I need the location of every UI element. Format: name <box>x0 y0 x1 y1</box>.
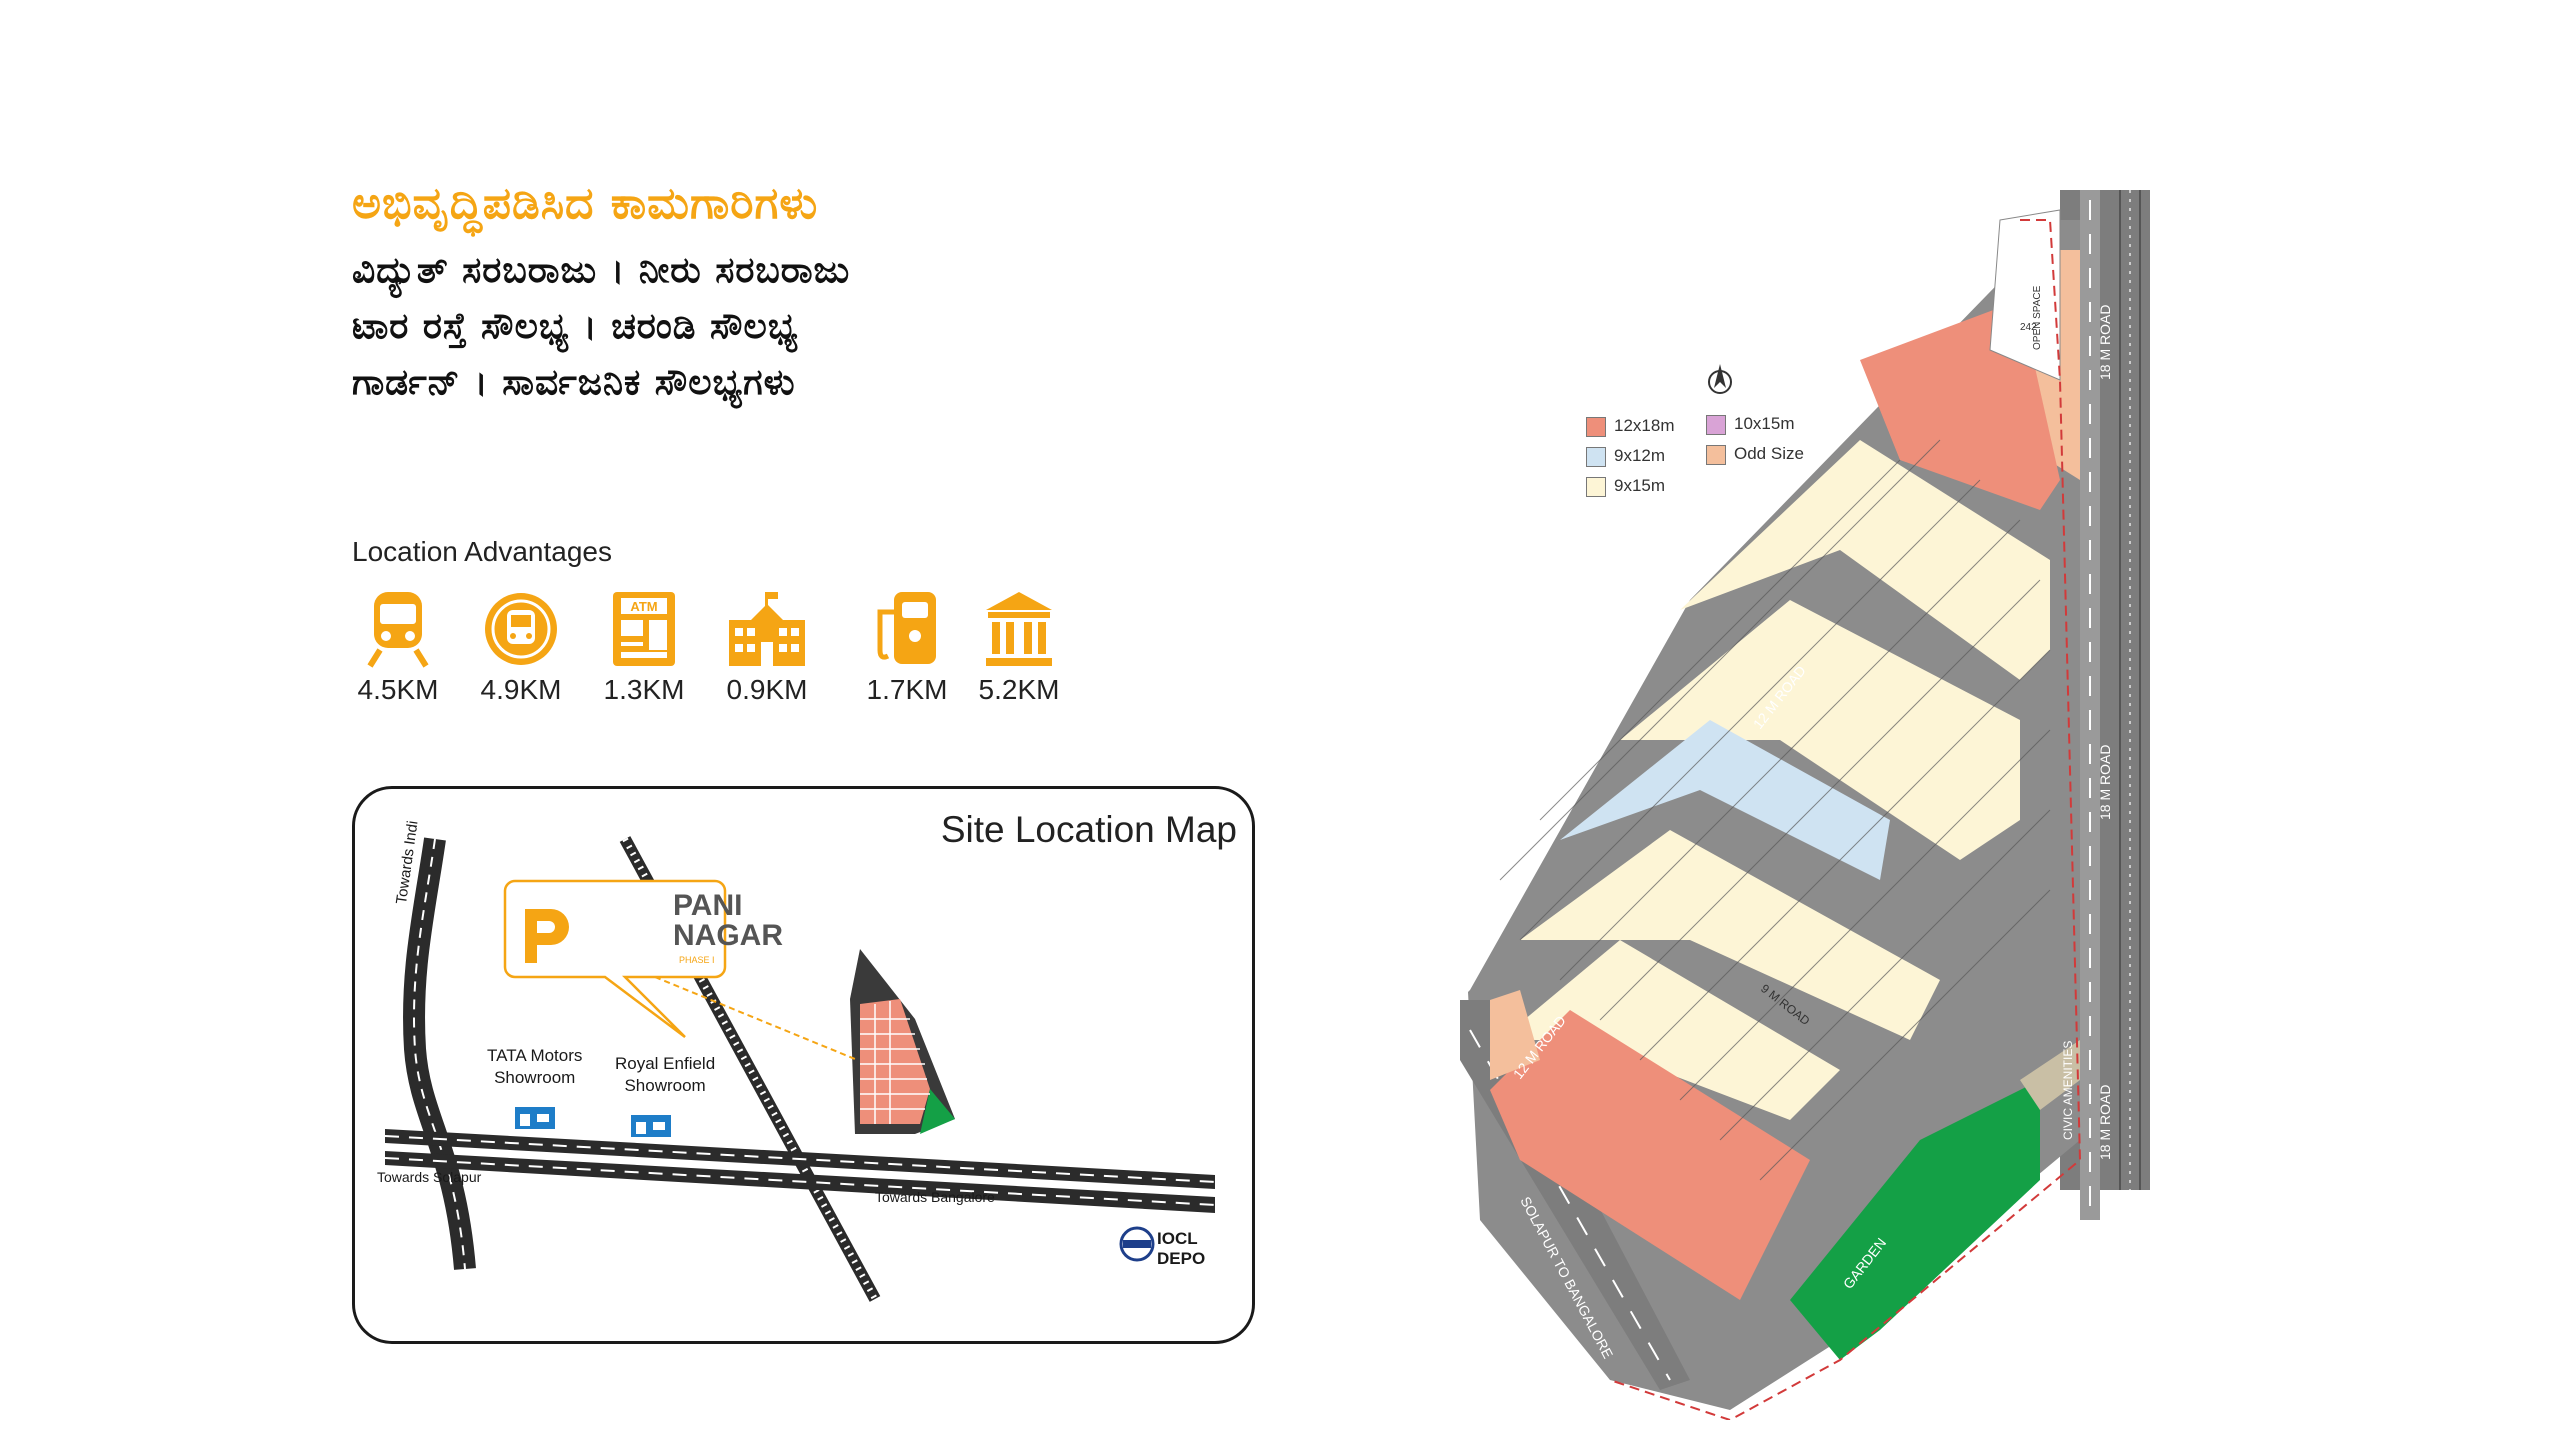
garden-area <box>1790 1080 2040 1360</box>
legend-label: Odd Size <box>1734 444 1804 463</box>
legend-label: 10x15m <box>1734 414 1795 433</box>
brand-name-line2: NAGAR <box>673 919 783 952</box>
advantage-distance: 0.9KM <box>726 674 808 705</box>
layout-plan: 18 M ROAD 18 M ROAD 18 M ROAD RAILWAY LI… <box>1460 190 2163 1420</box>
civic-amenities-area <box>2020 1040 2080 1110</box>
location-advantages-title: Location Advantages <box>352 536 612 567</box>
towards-solapur-label: Towards Solapur <box>377 1169 482 1185</box>
brand-phase: PHASE I <box>679 955 715 965</box>
tata-showroom-icon <box>515 1107 555 1129</box>
label-civic-amenities: CIVIC AMENITIES <box>2061 1041 2075 1140</box>
brand-logo <box>525 909 569 963</box>
north-compass-icon <box>1700 362 1740 406</box>
legend-label: 9x12m <box>1614 446 1666 465</box>
advantage-distance: 1.3KM <box>603 674 685 705</box>
tata-line1: TATA Motors <box>487 1046 583 1065</box>
legend-swatch <box>1706 414 1726 435</box>
legend-swatch <box>1586 446 1606 467</box>
advantage-fuel: 1.7KM <box>852 590 962 706</box>
site-location-map: Site Location Map PANI NAGAR PHASE I Tow… <box>352 786 1255 1344</box>
brand-name: PANI NAGAR <box>673 891 783 951</box>
legend-swatch <box>1586 476 1606 497</box>
label-18m-road-bottom: 18 M ROAD <box>2097 1085 2113 1160</box>
site-map-canvas <box>384 836 1216 1302</box>
tata-line2: Showroom <box>494 1068 576 1087</box>
bus-icon <box>485 593 557 665</box>
advantage-school: 0.9KM <box>712 590 822 706</box>
site-map-title: Site Location Map <box>940 809 1237 850</box>
advantage-distance: 1.7KM <box>866 674 948 705</box>
label-18m-road-mid: 18 M ROAD <box>2097 745 2113 820</box>
advantage-bank: 5.2KM <box>964 590 1074 706</box>
label-18m-road-top: 18 M ROAD <box>2097 305 2113 380</box>
legend-12x18: 12x18m <box>1586 416 1674 437</box>
legend-10x15: 10x15m <box>1706 414 1794 435</box>
legend-label: 12x18m <box>1614 416 1675 435</box>
feature-line-3: ಗಾರ್ಡನ್ । ಸಾರ್ವಜನಿಕ ಸೌಲಭ್ಯಗಳು <box>352 362 796 403</box>
svg-text:ATM: ATM <box>630 599 657 614</box>
indi-road <box>403 837 476 1270</box>
page-heading: ಅಭಿವೃದ್ಧಿಪಡಿಸಿದ ಕಾಮಗಾರಿಗಳು <box>352 178 819 229</box>
iocl-line1: IOCL <box>1157 1229 1198 1248</box>
royal-line2: Showroom <box>624 1076 706 1095</box>
advantage-distance: 5.2KM <box>978 674 1060 705</box>
advantage-train: 4.5KM <box>343 590 453 706</box>
iocl-line2: DEPO <box>1157 1249 1206 1268</box>
brand-name-line1: PANI <box>673 889 743 922</box>
feature-line-2: ಟಾರ ರಸ್ತೆ ಸೌಲಭ್ಯ । ಚರಂಡಿ ಸೌಲಭ್ಯ <box>352 306 799 347</box>
school-icon <box>729 592 805 666</box>
label-open-space: OPEN SPACE <box>2032 285 2043 350</box>
feature-line-1: ವಿದ್ಯುತ್ ಸರಬರಾಜು । ನೀರು ಸರಬರಾಜು <box>352 250 851 291</box>
legend-odd-size: Odd Size <box>1706 444 1804 465</box>
legend-9x15: 9x15m <box>1586 476 1665 497</box>
royal-enfield-showroom-icon <box>631 1115 671 1137</box>
royal-enfield-showroom-label: Royal Enfield Showroom <box>615 1053 715 1097</box>
iocl-logo-icon <box>1119 1226 1155 1262</box>
advantage-distance: 4.9KM <box>480 674 562 705</box>
towards-bangalore-label: Towards Bangalore <box>875 1189 995 1205</box>
advantage-atm: ATM 1.3KM <box>589 590 699 706</box>
advantage-bus: 4.9KM <box>466 590 576 706</box>
advantage-distance: 4.5KM <box>357 674 439 705</box>
fuel-pump-icon <box>877 592 936 664</box>
atm-icon: ATM <box>613 592 675 666</box>
legend-label: 9x15m <box>1614 476 1666 495</box>
plot-blocks <box>1490 250 2080 1300</box>
iocl-depo-label: IOCL DEPO <box>1157 1229 1205 1269</box>
legend-swatch <box>1586 416 1606 437</box>
label-open-space-number: 242 <box>2020 322 2037 333</box>
legend-9x12: 9x12m <box>1586 446 1665 467</box>
label-railway-line-2: RAILWAY LINE <box>2147 895 2163 990</box>
train-icon <box>367 592 429 668</box>
tata-showroom-label: TATA Motors Showroom <box>487 1045 582 1089</box>
legend-swatch <box>1706 444 1726 465</box>
bank-icon <box>986 592 1052 666</box>
royal-line1: Royal Enfield <box>615 1054 716 1073</box>
east-18m-road <box>2080 190 2100 1220</box>
open-space-area <box>1989 209 2061 381</box>
label-railway-line-1: RAILWAY LINE <box>2147 445 2163 540</box>
